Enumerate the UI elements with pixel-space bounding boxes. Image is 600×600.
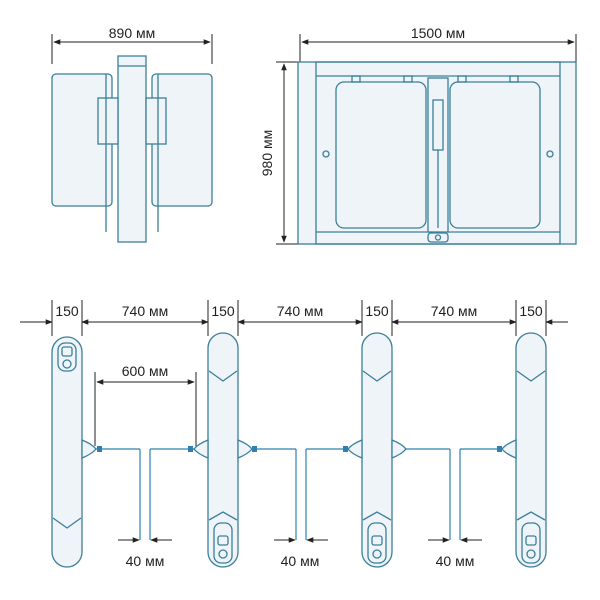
passage-width-label-3: 740 мм <box>431 303 478 319</box>
wings <box>81 439 517 540</box>
front-view: 1500 мм 980 мм <box>259 25 577 245</box>
height-label: 980 мм <box>259 130 275 177</box>
post-3 <box>361 332 393 568</box>
post-1 <box>51 336 83 568</box>
front-width-label: 1500 мм <box>411 25 465 41</box>
top-view: 890 мм <box>51 25 213 243</box>
gap-dimensions: 40 мм 40 мм 40 мм <box>118 537 482 569</box>
post-width-label-2: 150 <box>211 303 235 319</box>
top-width-label: 890 мм <box>109 25 156 41</box>
passage-width-label-2: 740 мм <box>277 303 324 319</box>
post-2 <box>207 332 239 568</box>
post-width-label-3: 150 <box>365 303 389 319</box>
gap-label-1: 40 мм <box>126 553 165 569</box>
post-4 <box>515 332 547 568</box>
gap-label-2: 40 мм <box>281 553 320 569</box>
post-width-label-4: 150 <box>519 303 543 319</box>
gate-opening-label: 600 мм <box>122 363 169 379</box>
post-width-label-1: 150 <box>55 303 79 319</box>
gap-label-3: 40 мм <box>436 553 475 569</box>
plan-view: 150 740 мм 150 740 мм 150 740 мм 150 600… <box>20 300 568 569</box>
passage-width-label-1: 740 мм <box>122 303 169 319</box>
